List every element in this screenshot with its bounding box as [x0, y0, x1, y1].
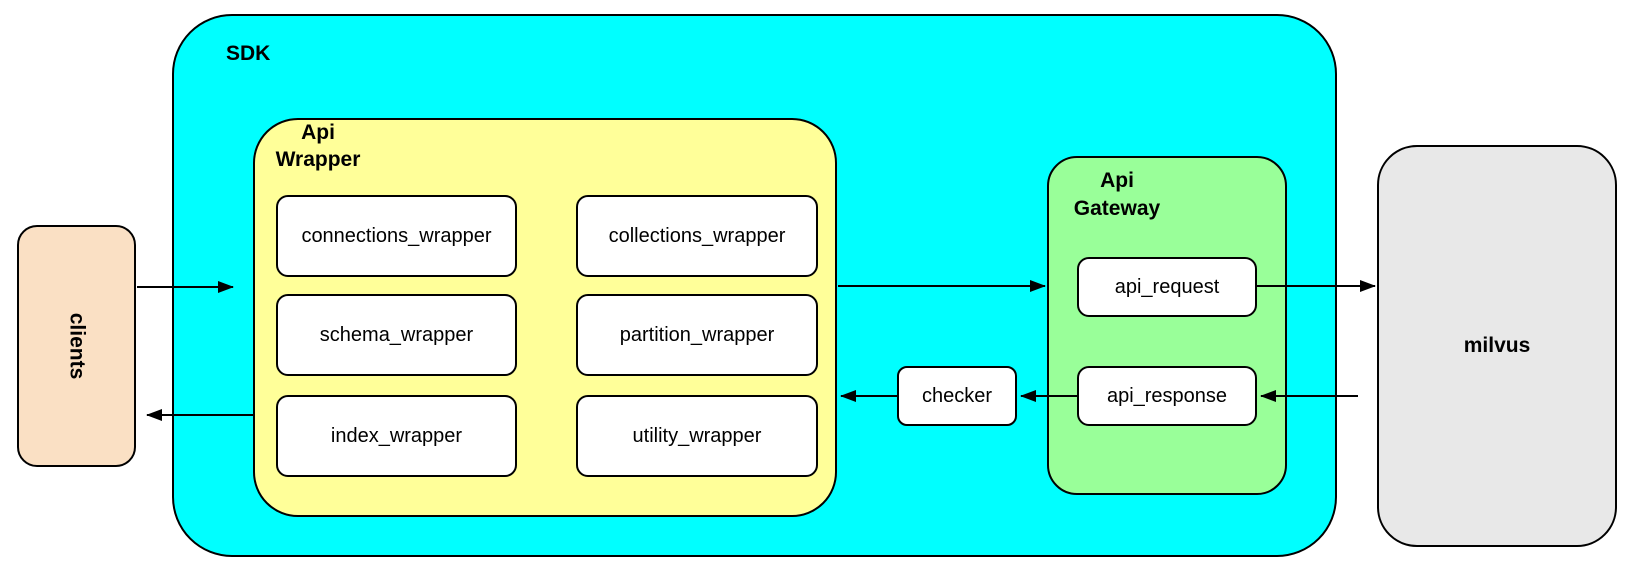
- node-utility-wrapper-label: utility_wrapper: [632, 424, 762, 447]
- node-schema-wrapper-label: schema_wrapper: [319, 323, 474, 346]
- node-partition-wrapper-label: partition_wrapper: [619, 323, 775, 346]
- node-index-wrapper: index_wrapper: [276, 395, 517, 477]
- api-wrapper-label-line2: Wrapper: [275, 148, 361, 171]
- node-milvus: milvus: [1377, 145, 1617, 547]
- api-wrapper-label-line1: Api: [301, 121, 335, 144]
- node-checker-label: checker: [921, 384, 993, 407]
- node-collections-wrapper: collections_wrapper: [576, 195, 818, 277]
- node-api-response: api_response: [1077, 366, 1257, 426]
- node-checker: checker: [897, 366, 1017, 426]
- node-api-response-label: api_response: [1106, 384, 1228, 407]
- node-utility-wrapper: utility_wrapper: [576, 395, 818, 477]
- node-clients-label: clients: [65, 312, 89, 380]
- node-partition-wrapper: partition_wrapper: [576, 294, 818, 376]
- node-clients: clients: [17, 225, 136, 467]
- node-connections-wrapper: connections_wrapper: [276, 195, 517, 277]
- api-gateway-label: Api Gateway: [1047, 167, 1187, 223]
- sdk-label: SDK: [226, 42, 271, 65]
- node-index-wrapper-label: index_wrapper: [330, 424, 463, 447]
- node-api-request-label: api_request: [1114, 275, 1220, 298]
- node-schema-wrapper: schema_wrapper: [276, 294, 517, 376]
- node-connections-wrapper-label: connections_wrapper: [301, 224, 492, 247]
- node-api-request: api_request: [1077, 257, 1257, 317]
- node-collections-wrapper-label: collections_wrapper: [608, 224, 786, 247]
- api-gateway-label-line1: Api: [1100, 169, 1134, 192]
- api-wrapper-label: Api Wrapper: [248, 119, 388, 173]
- node-milvus-label: milvus: [1463, 334, 1531, 357]
- api-gateway-label-line2: Gateway: [1073, 197, 1161, 220]
- api-gateway-container: [1047, 156, 1287, 495]
